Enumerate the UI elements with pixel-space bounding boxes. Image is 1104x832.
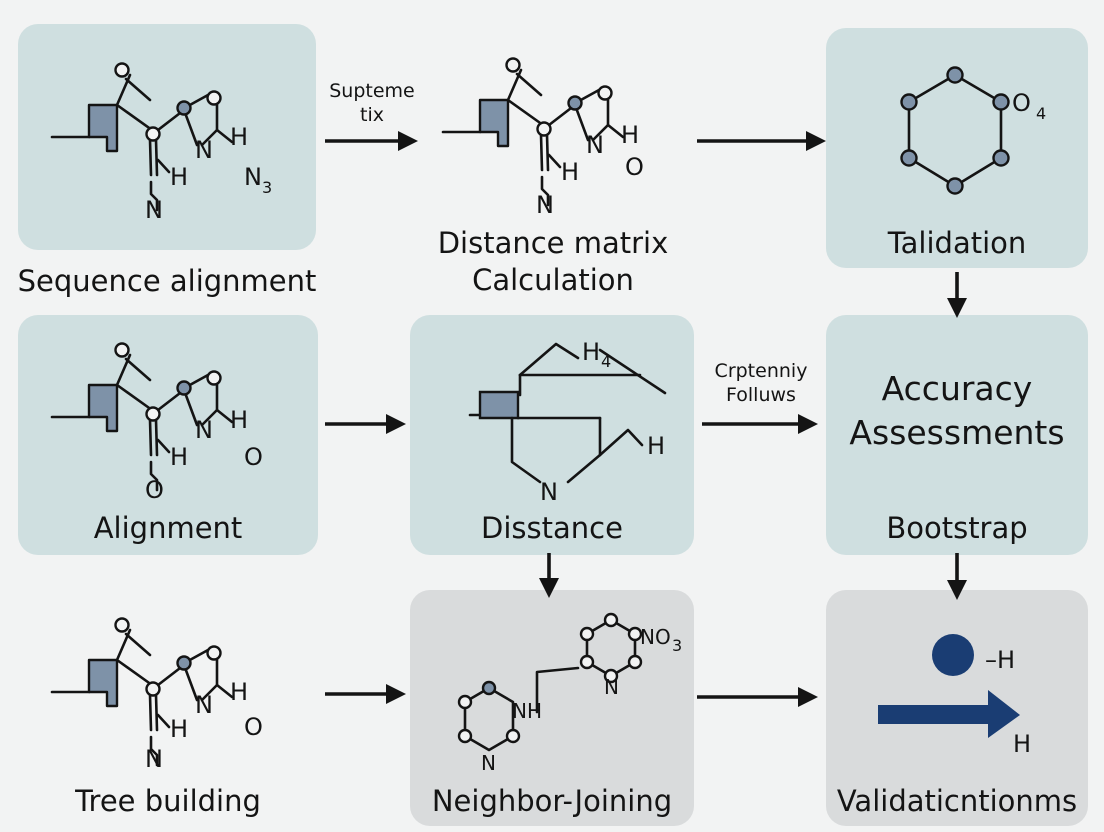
svg-text:N: N — [540, 478, 558, 506]
edge-label-middle-line1: Crptenniy — [715, 360, 808, 382]
svg-text:H: H — [582, 338, 600, 366]
molecule-disstance: H 4 H N — [468, 338, 667, 506]
svg-text:4: 4 — [1036, 104, 1046, 123]
arrow-tree-to-neighbor — [325, 684, 406, 704]
svg-text:H: H — [170, 443, 188, 471]
svg-text:N: N — [195, 416, 213, 444]
molecule-sequence-alignment: H N N H N 3 — [50, 62, 272, 224]
svg-text:N: N — [586, 131, 604, 159]
svg-text:O: O — [1012, 89, 1031, 117]
molecule-tree-building: H N O H N — [50, 617, 263, 773]
molecule-distance-matrix: H N O H N — [441, 57, 644, 219]
arrow-sequence-to-distance — [325, 131, 418, 151]
label-alignment: Alignment — [94, 511, 243, 545]
arrow-neighbor-to-validation — [697, 687, 818, 707]
svg-text:H: H — [561, 158, 579, 186]
label-validation: Validaticntionms — [837, 784, 1077, 818]
svg-text:N: N — [195, 136, 213, 164]
validation-graphic: –H H — [878, 634, 1031, 758]
label-disstance: Disstance — [481, 511, 623, 545]
molecule-neighbor-joining: NO 3 N NH N — [457, 612, 682, 775]
label-talidation: Talidation — [887, 226, 1027, 260]
arrow-disstance-to-accuracy — [702, 414, 818, 434]
svg-text:NH: NH — [512, 699, 542, 723]
label-sequence-alignment: Sequence alignment — [18, 264, 317, 298]
arrow-accuracy-down — [947, 553, 967, 600]
edge-label-top-line1: Supteme — [329, 80, 415, 102]
svg-text:NO: NO — [640, 625, 671, 649]
svg-text:O: O — [625, 153, 644, 181]
title-accuracy-line1: Accuracy — [882, 369, 1033, 408]
svg-text:3: 3 — [672, 636, 682, 655]
arrow-talidation-down — [947, 272, 967, 318]
title-accuracy-line2: Assessments — [849, 413, 1064, 452]
svg-text:O: O — [244, 443, 263, 471]
svg-text:4: 4 — [601, 352, 611, 371]
edge-label-top-line2: tix — [360, 104, 384, 126]
svg-text:N: N — [481, 751, 496, 775]
panel-talidation — [826, 28, 1088, 268]
label-neighbor-joining: Neighbor-Joining — [432, 784, 672, 818]
panel-accuracy — [826, 315, 1088, 555]
h-label: H — [1013, 730, 1031, 758]
label-bootstrap: Bootstrap — [886, 511, 1027, 545]
svg-text:3: 3 — [262, 178, 272, 197]
svg-text:N: N — [145, 196, 163, 224]
navy-dot — [932, 634, 974, 676]
arrow-distance-to-talidation — [697, 131, 826, 151]
label-distance-matrix-line2: Calculation — [472, 263, 634, 297]
navy-arrow — [878, 690, 1020, 738]
panel-sequence-alignment — [18, 24, 316, 250]
molecule-alignment: H N O H O — [50, 342, 263, 504]
svg-text:H: H — [230, 406, 248, 434]
svg-text:O: O — [145, 476, 164, 504]
dash-h-label: –H — [985, 646, 1015, 674]
svg-text:H: H — [621, 121, 639, 149]
svg-text:N: N — [195, 691, 213, 719]
arrow-disstance-down — [539, 553, 559, 598]
label-distance-matrix-line1: Distance matrix — [438, 226, 669, 260]
svg-text:H: H — [647, 432, 665, 460]
svg-text:H: H — [170, 163, 188, 191]
svg-text:N: N — [145, 745, 163, 773]
molecule-talidation: O 4 — [900, 66, 1046, 195]
svg-text:H: H — [230, 678, 248, 706]
svg-text:O: O — [244, 713, 263, 741]
svg-text:H: H — [230, 123, 248, 151]
svg-text:N: N — [244, 163, 262, 191]
panel-neighbor-joining — [410, 590, 694, 826]
arrow-alignment-to-disstance — [325, 414, 406, 434]
svg-text:H: H — [170, 715, 188, 743]
svg-text:N: N — [536, 191, 554, 219]
svg-text:N: N — [604, 675, 619, 699]
label-tree-building: Tree building — [74, 784, 261, 818]
edge-label-middle-line2: Folluws — [726, 384, 796, 406]
panel-alignment — [18, 315, 318, 555]
